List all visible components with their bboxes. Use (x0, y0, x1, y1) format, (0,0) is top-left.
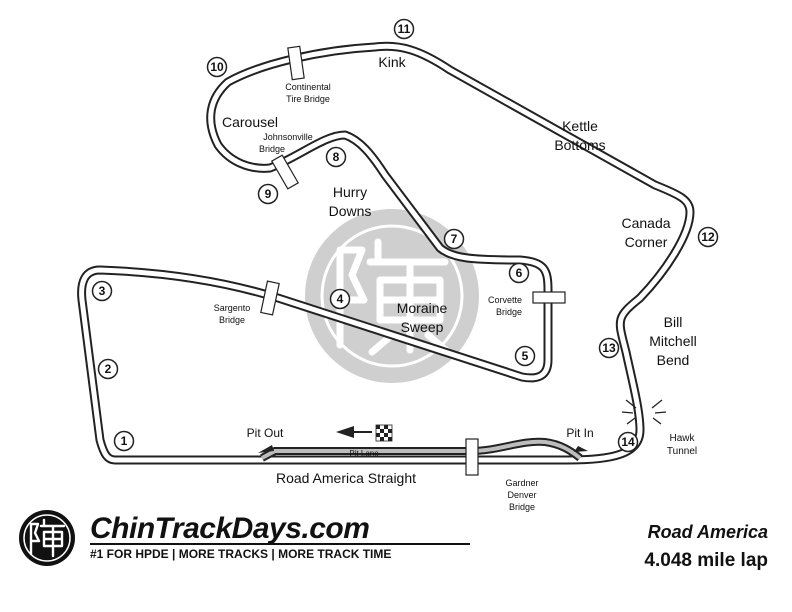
turn-circle-icon (97, 358, 119, 380)
turn-marker-11: 11 (393, 18, 415, 40)
track-name: Road America (648, 522, 768, 542)
turn-number: 3 (99, 284, 106, 298)
turn-circle-icon (329, 288, 351, 310)
turn-circle-icon (598, 337, 620, 359)
track-outline (77, 41, 695, 465)
corvette-bridge-icon (532, 291, 566, 304)
sargento-bridge-label-1: Sargento (214, 303, 251, 313)
turn-marker-14: 14 (617, 431, 639, 453)
bill-mitchell-label-3: Bend (657, 352, 690, 368)
turn-number: 5 (522, 349, 529, 363)
brand-tagline: #1 FOR HPDE | MORE TRACKS | MORE TRACK T… (90, 547, 391, 561)
johnsonville-bridge-label-2: Bridge (259, 144, 285, 154)
hawk-tunnel-icon (621, 399, 667, 425)
hurry-downs-label-1: Hurry (333, 184, 367, 200)
turn-circle-icon (91, 280, 113, 302)
moraine-sweep-label-1: Moraine (397, 300, 448, 316)
turn-circle-icon (443, 228, 465, 250)
brand-logo-icon (19, 510, 75, 566)
gardner-bridge-label-1: Gardner (505, 478, 538, 488)
gardner-bridge-icon (465, 438, 479, 476)
continental-bridge-label-2: Tire Bridge (286, 94, 330, 104)
turn-marker-1: 1 (113, 430, 135, 452)
canada-corner-label-1: Canada (621, 215, 670, 231)
pit-out-arrow-icon (258, 445, 274, 453)
turn-marker-12: 12 (697, 226, 719, 248)
turn-marker-10: 10 (206, 56, 228, 78)
turn-circle-icon (325, 146, 347, 168)
turn-number: 9 (265, 187, 272, 201)
gardner-bridge-label-3: Bridge (509, 502, 535, 512)
pit-markers (258, 424, 588, 453)
kettle-bottoms-label-2: Bottoms (554, 137, 605, 153)
johnsonville-bridge-icon (270, 154, 300, 190)
turn-circle-icon (113, 430, 135, 452)
canada-corner-label-2: Corner (625, 234, 668, 250)
brand-block: ChinTrackDays.com #1 FOR HPDE | MORE TRA… (19, 510, 768, 571)
checkered-flag-icon (375, 424, 393, 442)
carousel-label: Carousel (222, 114, 278, 130)
continental-bridge-icon (287, 45, 305, 81)
turn-circle-icon (257, 183, 279, 205)
turn-number: 2 (105, 362, 112, 376)
bill-mitchell-label-1: Bill (664, 314, 683, 330)
turn-circle-icon (617, 431, 639, 453)
turn-marker-13: 13 (598, 337, 620, 359)
watermark-logo (305, 209, 479, 383)
lap-length: 4.048 mile lap (644, 550, 768, 571)
turn-marker-4: 4 (329, 288, 351, 310)
continental-bridge-label-1: Continental (285, 82, 331, 92)
turn-number: 6 (516, 266, 523, 280)
kettle-bottoms-label-1: Kettle (562, 118, 598, 134)
turn-marker-6: 6 (508, 262, 530, 284)
bill-mitchell-label-2: Mitchell (649, 333, 696, 349)
bridges (260, 45, 566, 476)
turn-circle-icon (206, 56, 228, 78)
turn-number: 1 (121, 434, 128, 448)
pit-out-label: Pit Out (247, 426, 284, 440)
turn-marker-7: 7 (443, 228, 465, 250)
direction-arrow-icon (336, 426, 354, 438)
turn-number: 13 (602, 341, 616, 355)
turn-number: 10 (210, 60, 224, 74)
pit-in-label: Pit In (566, 426, 593, 440)
pit-lane-label: Pit Lane (349, 449, 379, 458)
turn-circle-icon (697, 226, 719, 248)
sargento-bridge-icon (260, 280, 280, 316)
corvette-bridge-label-2: Bridge (496, 307, 522, 317)
moraine-sweep-label-2: Sweep (401, 319, 444, 335)
turn-marker-5: 5 (514, 345, 536, 367)
turn-number: 7 (451, 232, 458, 246)
turn-number: 8 (333, 150, 340, 164)
turn-number: 12 (701, 230, 715, 244)
brand-name: ChinTrackDays.com (90, 512, 369, 545)
turn-circle-icon (514, 345, 536, 367)
kink-label: Kink (378, 54, 406, 70)
hawk-tunnel-label-2: Tunnel (667, 446, 697, 457)
turn-number: 14 (621, 435, 635, 449)
pit-in-arrow-icon (574, 446, 588, 452)
turn-circle-icon (508, 262, 530, 284)
turn-circle-icon (393, 18, 415, 40)
corvette-bridge-label-1: Corvette (488, 295, 522, 305)
sargento-bridge-label-2: Bridge (219, 315, 245, 325)
road-america-straight-label: Road America Straight (276, 470, 416, 486)
turn-marker-3: 3 (91, 280, 113, 302)
gardner-bridge-label-2: Denver (507, 490, 536, 500)
turn-marker-8: 8 (325, 146, 347, 168)
turn-marker-9: 9 (257, 183, 279, 205)
hurry-downs-label-2: Downs (329, 203, 372, 219)
turn-marker-2: 2 (97, 358, 119, 380)
area-labels: Kink Kettle Bottoms Canada Corner Bill M… (214, 54, 697, 512)
hawk-tunnel-label-1: Hawk (669, 433, 695, 444)
turn-number: 4 (337, 292, 344, 306)
johnsonville-bridge-label-1: Johnsonville (263, 132, 313, 142)
turn-number: 11 (398, 22, 411, 36)
